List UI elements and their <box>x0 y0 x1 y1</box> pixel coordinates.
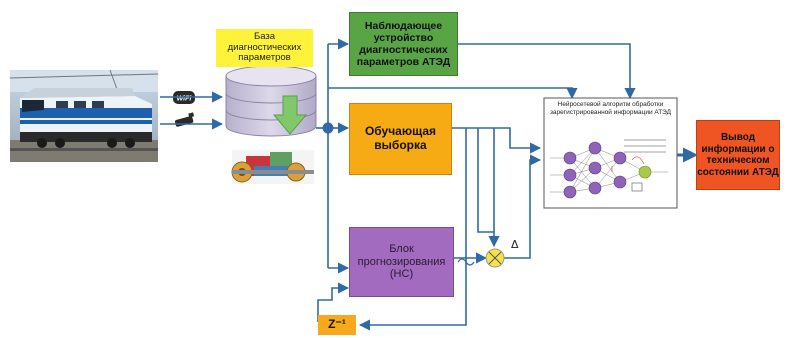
arrow-feedback-z <box>358 128 467 331</box>
arrow-junction-nn <box>328 87 578 100</box>
observer-block: Наблюдающее устройство диагностических п… <box>349 12 458 76</box>
summing-junction <box>485 248 505 268</box>
database-label: База диагностических параметров <box>216 29 313 67</box>
forecast-wave <box>457 258 475 266</box>
output-block: Вывод информации о техническом состоянии… <box>696 120 780 190</box>
database-icon <box>225 65 317 137</box>
forecast-block: Блок прогнозирования (НС) <box>349 227 454 297</box>
arrow-sum-nn <box>504 154 542 259</box>
nn-graph <box>550 139 668 199</box>
arrow-z-forecast <box>317 282 350 322</box>
arrow-observer-nn <box>458 43 636 100</box>
arrow-training-sum <box>477 128 500 248</box>
delta-symbol: Δ <box>511 238 519 251</box>
training-block: Обучающая выборка <box>349 103 452 175</box>
delay-block: Z⁻¹ <box>318 315 356 335</box>
locomotive-image <box>9 69 159 162</box>
nn-title: Нейросетевой алгоритм обработки зарегист… <box>549 101 672 116</box>
wifi-label: WiFi <box>177 96 193 103</box>
traction-motor-image <box>231 150 314 184</box>
cable-icon <box>174 112 195 127</box>
download-arrow-icon <box>272 95 308 135</box>
arrow-training-nn <box>452 127 542 154</box>
